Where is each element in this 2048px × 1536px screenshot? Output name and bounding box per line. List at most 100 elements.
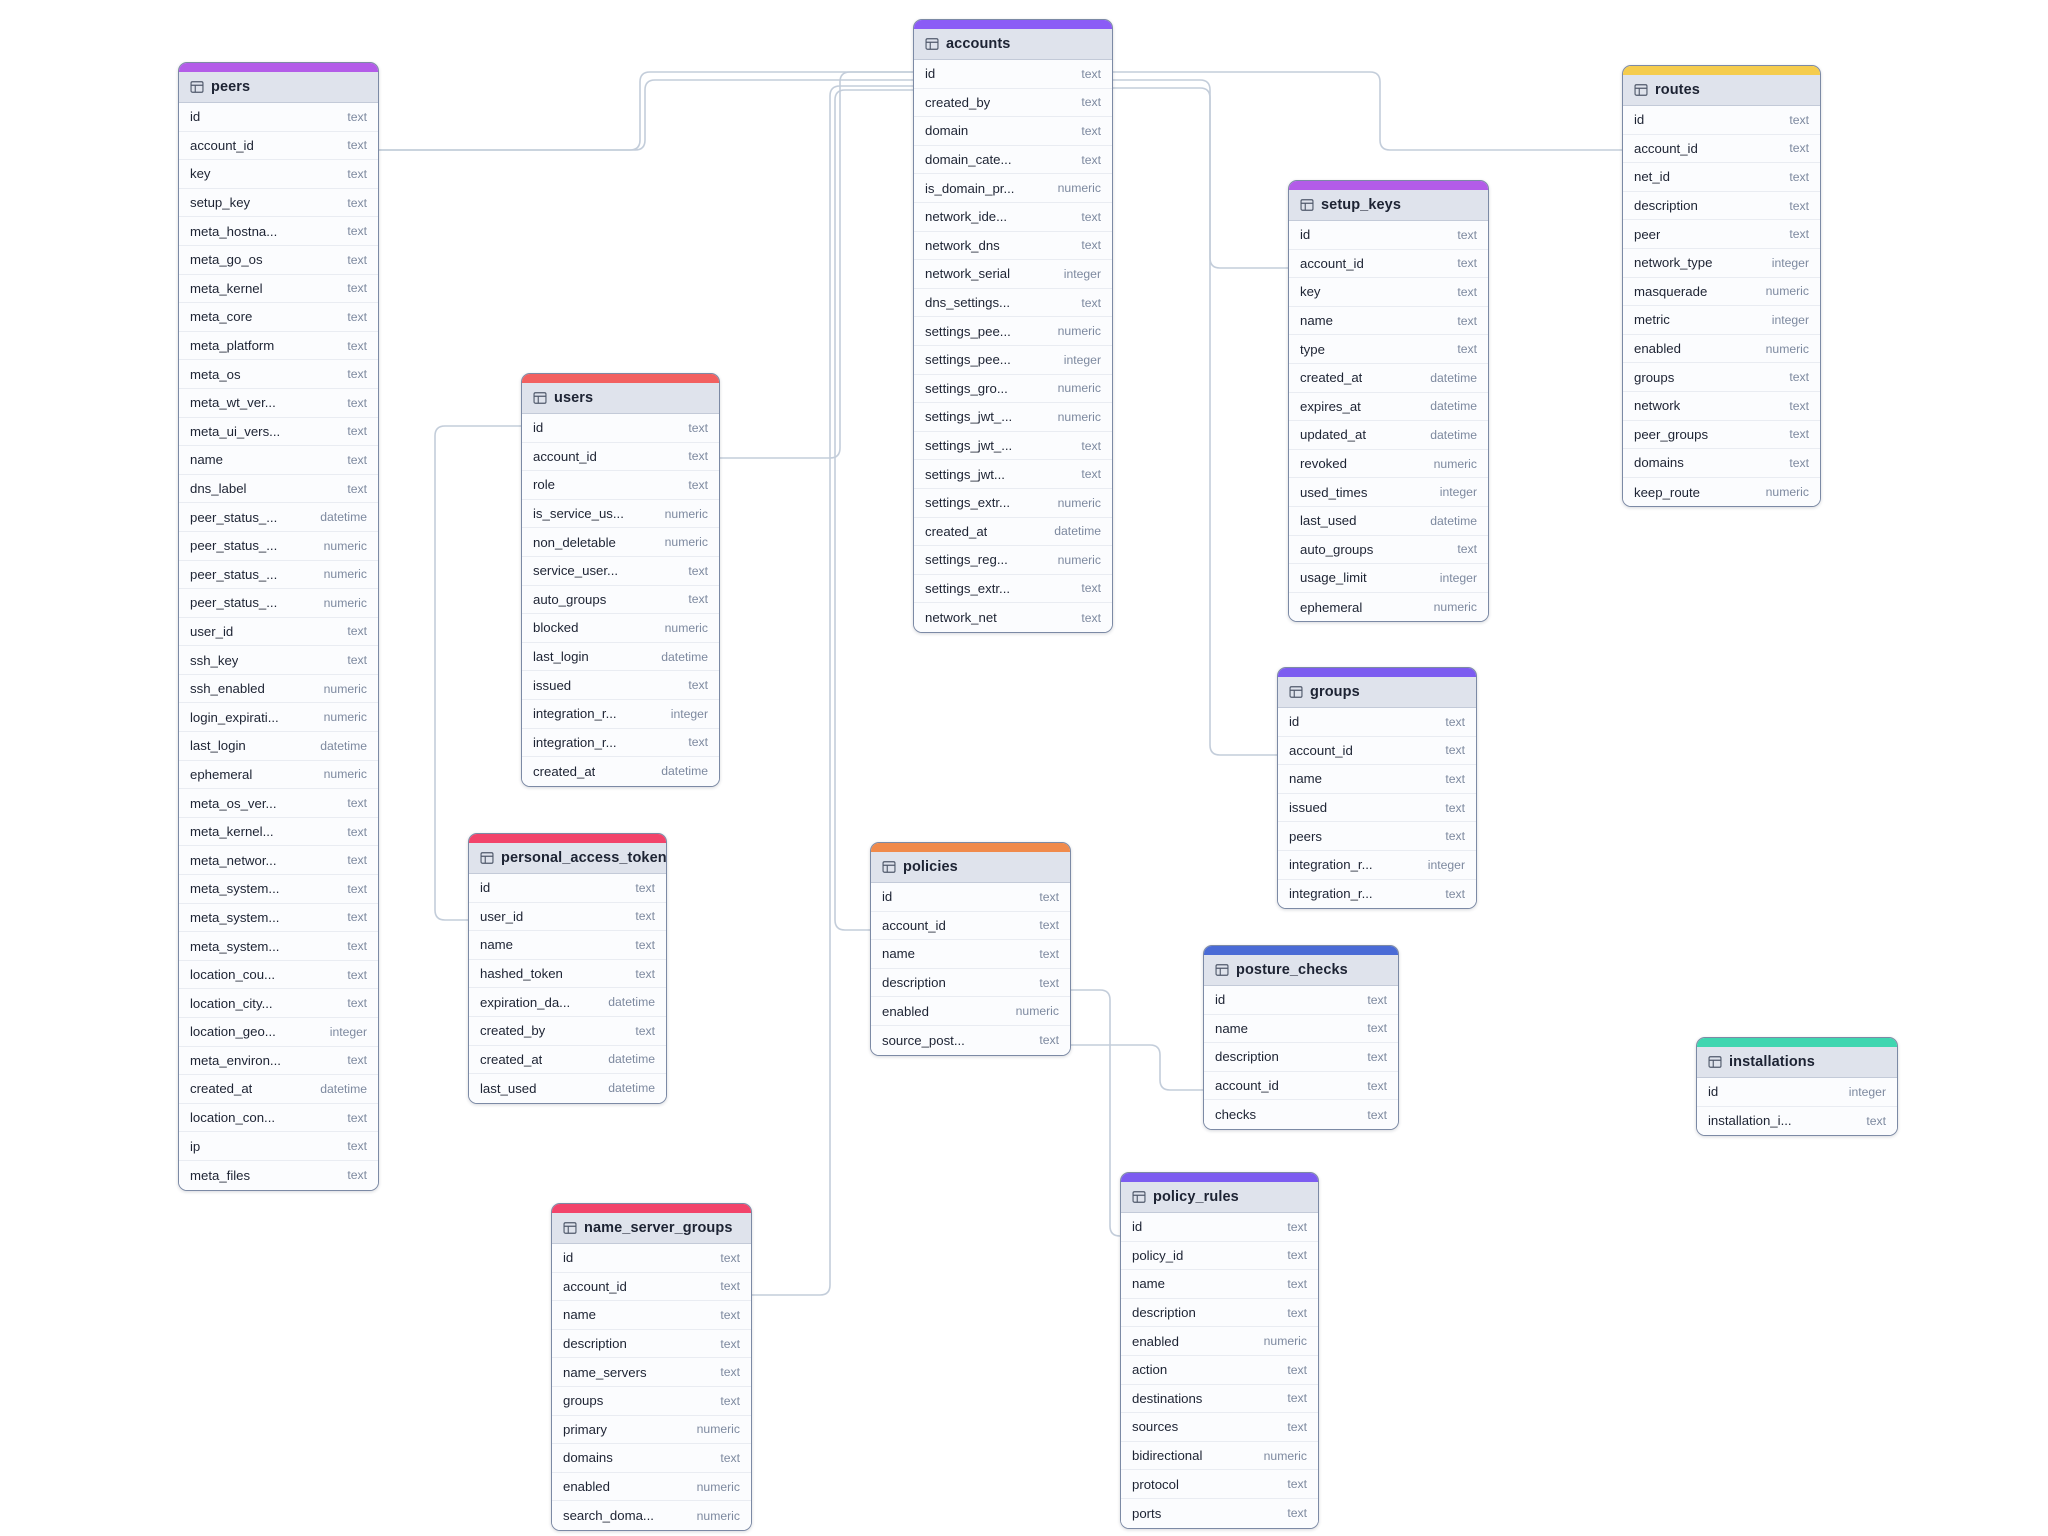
table-row-peers-meta_os[interactable]: meta_os text: [179, 360, 378, 389]
table-row-peers-meta_os_ver[interactable]: meta_os_ver... text: [179, 789, 378, 818]
table-row-accounts-is_domain_pr[interactable]: is_domain_pr... numeric: [914, 174, 1112, 203]
table-row-users-last_login[interactable]: last_login datetime: [522, 642, 719, 672]
table-row-setup_keys-type[interactable]: type text: [1289, 335, 1488, 364]
table-header-peers[interactable]: peers: [179, 72, 378, 103]
table-node-name_server_groups[interactable]: name_server_groups id text account_id te…: [551, 1203, 752, 1531]
table-row-policies-source_post[interactable]: source_post... text: [871, 1025, 1070, 1055]
table-row-name_server_groups-domains[interactable]: domains text: [552, 1444, 751, 1473]
table-row-peers-meta_core[interactable]: meta_core text: [179, 303, 378, 332]
table-row-posture_checks-name[interactable]: name text: [1204, 1014, 1398, 1044]
table-row-accounts-created_by[interactable]: created_by text: [914, 88, 1112, 118]
table-row-accounts-settings_gro[interactable]: settings_gro... numeric: [914, 374, 1112, 404]
table-row-peers-meta_system[interactable]: meta_system... text: [179, 932, 378, 961]
table-row-routes-network_type[interactable]: network_type integer: [1623, 248, 1820, 278]
table-row-policy_rules-description[interactable]: description text: [1121, 1298, 1318, 1328]
table-row-routes-peer_groups[interactable]: peer_groups text: [1623, 420, 1820, 450]
table-row-policies-description[interactable]: description text: [871, 968, 1070, 998]
table-row-setup_keys-created_at[interactable]: created_at datetime: [1289, 363, 1488, 393]
table-row-peers-dns_label[interactable]: dns_label text: [179, 474, 378, 504]
table-row-policies-id[interactable]: id text: [871, 883, 1070, 912]
table-row-setup_keys-name[interactable]: name text: [1289, 306, 1488, 336]
table-row-peers-location_city[interactable]: location_city... text: [179, 989, 378, 1018]
table-row-installations-installation_i[interactable]: installation_i... text: [1697, 1106, 1897, 1136]
table-row-personal_access_tokens-user_id[interactable]: user_id text: [469, 902, 666, 932]
table-row-groups-id[interactable]: id text: [1278, 708, 1476, 737]
table-row-accounts-settings_jwt_[interactable]: settings_jwt_... numeric: [914, 403, 1112, 432]
table-header-groups[interactable]: groups: [1278, 677, 1476, 708]
table-row-peers-meta_hostna[interactable]: meta_hostna... text: [179, 217, 378, 246]
table-row-users-is_service_us[interactable]: is_service_us... numeric: [522, 499, 719, 529]
table-row-accounts-created_at[interactable]: created_at datetime: [914, 517, 1112, 547]
table-row-peers-last_login[interactable]: last_login datetime: [179, 732, 378, 761]
table-row-users-issued[interactable]: issued text: [522, 671, 719, 700]
table-node-installations[interactable]: installations id integer installation_i.…: [1696, 1037, 1898, 1137]
table-row-posture_checks-description[interactable]: description text: [1204, 1043, 1398, 1072]
table-row-setup_keys-account_id[interactable]: account_id text: [1289, 249, 1488, 279]
table-row-routes-net_id[interactable]: net_id text: [1623, 163, 1820, 192]
table-row-policy_rules-enabled[interactable]: enabled numeric: [1121, 1327, 1318, 1356]
table-row-name_server_groups-enabled[interactable]: enabled numeric: [552, 1472, 751, 1502]
table-row-personal_access_tokens-last_used[interactable]: last_used datetime: [469, 1074, 666, 1103]
table-row-accounts-domain_cate[interactable]: domain_cate... text: [914, 145, 1112, 175]
table-row-name_server_groups-id[interactable]: id text: [552, 1244, 751, 1273]
table-row-routes-metric[interactable]: metric integer: [1623, 306, 1820, 335]
table-node-routes[interactable]: routes id text account_id text net_id te…: [1622, 65, 1821, 508]
table-row-routes-network[interactable]: network text: [1623, 391, 1820, 421]
table-row-peers-ssh_key[interactable]: ssh_key text: [179, 646, 378, 675]
table-row-users-created_at[interactable]: created_at datetime: [522, 757, 719, 786]
table-row-peers-peer_status_[interactable]: peer_status_... numeric: [179, 560, 378, 590]
table-row-accounts-settings_pee[interactable]: settings_pee... numeric: [914, 317, 1112, 346]
table-row-users-integration_r[interactable]: integration_r... text: [522, 728, 719, 758]
table-row-peers-peer_status_[interactable]: peer_status_... numeric: [179, 589, 378, 618]
table-row-users-id[interactable]: id text: [522, 414, 719, 443]
table-header-posture_checks[interactable]: posture_checks: [1204, 955, 1398, 986]
table-row-routes-peer[interactable]: peer text: [1623, 220, 1820, 249]
table-row-accounts-network_net[interactable]: network_net text: [914, 603, 1112, 632]
table-row-peers-meta_environ[interactable]: meta_environ... text: [179, 1046, 378, 1076]
table-row-accounts-id[interactable]: id text: [914, 60, 1112, 89]
table-header-setup_keys[interactable]: setup_keys: [1289, 190, 1488, 221]
table-row-setup_keys-ephemeral[interactable]: ephemeral numeric: [1289, 592, 1488, 622]
table-header-policy_rules[interactable]: policy_rules: [1121, 1182, 1318, 1213]
table-row-personal_access_tokens-id[interactable]: id text: [469, 874, 666, 903]
table-node-users[interactable]: users id text account_id text role text …: [521, 373, 720, 787]
table-row-personal_access_tokens-name[interactable]: name text: [469, 931, 666, 960]
table-row-peers-meta_kernel[interactable]: meta_kernel... text: [179, 817, 378, 847]
table-row-routes-masquerade[interactable]: masquerade numeric: [1623, 277, 1820, 307]
table-row-name_server_groups-description[interactable]: description text: [552, 1329, 751, 1359]
table-row-peers-meta_kernel[interactable]: meta_kernel text: [179, 274, 378, 304]
table-row-groups-integration_r[interactable]: integration_r... text: [1278, 879, 1476, 909]
table-row-policies-name[interactable]: name text: [871, 940, 1070, 969]
table-row-accounts-settings_jwt_[interactable]: settings_jwt_... text: [914, 431, 1112, 461]
table-header-personal_access_tokens[interactable]: personal_access_tokens: [469, 843, 666, 874]
table-row-personal_access_tokens-hashed_token[interactable]: hashed_token text: [469, 959, 666, 989]
table-node-personal_access_tokens[interactable]: personal_access_tokens id text user_id t…: [468, 833, 667, 1104]
table-row-policy_rules-policy_id[interactable]: policy_id text: [1121, 1241, 1318, 1271]
table-row-accounts-dns_settings[interactable]: dns_settings... text: [914, 288, 1112, 318]
table-row-peers-created_at[interactable]: created_at datetime: [179, 1075, 378, 1104]
table-row-accounts-settings_pee[interactable]: settings_pee... integer: [914, 345, 1112, 375]
table-row-peers-login_expirati[interactable]: login_expirati... numeric: [179, 703, 378, 733]
table-header-policies[interactable]: policies: [871, 852, 1070, 883]
table-row-policies-enabled[interactable]: enabled numeric: [871, 997, 1070, 1026]
table-row-peers-meta_wt_ver[interactable]: meta_wt_ver... text: [179, 388, 378, 418]
table-row-groups-account_id[interactable]: account_id text: [1278, 736, 1476, 766]
table-row-accounts-network_ide[interactable]: network_ide... text: [914, 202, 1112, 232]
table-row-name_server_groups-groups[interactable]: groups text: [552, 1386, 751, 1416]
table-row-peers-key[interactable]: key text: [179, 160, 378, 189]
table-row-policy_rules-id[interactable]: id text: [1121, 1213, 1318, 1242]
table-row-setup_keys-revoked[interactable]: revoked numeric: [1289, 449, 1488, 479]
table-row-peers-location_geo[interactable]: location_geo... integer: [179, 1018, 378, 1047]
table-row-personal_access_tokens-created_at[interactable]: created_at datetime: [469, 1045, 666, 1075]
table-row-peers-name[interactable]: name text: [179, 446, 378, 475]
table-row-peers-ip[interactable]: ip text: [179, 1132, 378, 1161]
table-row-accounts-network_dns[interactable]: network_dns text: [914, 231, 1112, 261]
table-row-policy_rules-destinations[interactable]: destinations text: [1121, 1384, 1318, 1414]
table-row-accounts-settings_jwt[interactable]: settings_jwt... text: [914, 460, 1112, 489]
table-row-peers-user_id[interactable]: user_id text: [179, 617, 378, 647]
table-row-users-account_id[interactable]: account_id text: [522, 442, 719, 472]
table-header-name_server_groups[interactable]: name_server_groups: [552, 1213, 751, 1244]
table-row-peers-peer_status_[interactable]: peer_status_... numeric: [179, 531, 378, 561]
table-row-groups-name[interactable]: name text: [1278, 765, 1476, 794]
table-row-routes-groups[interactable]: groups text: [1623, 363, 1820, 392]
